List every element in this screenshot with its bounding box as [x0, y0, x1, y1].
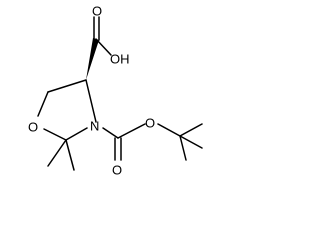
bond-tbu-methyl-mid	[179, 135, 187, 161]
ring-oxygen-label: O	[28, 119, 38, 134]
bond-ester-o-tbu	[157, 123, 181, 137]
carbonyl-oxygen-acid-label: O	[92, 3, 102, 18]
bond-ch2-c4	[47, 79, 87, 93]
bond-c4-n3	[85, 79, 97, 123]
bond-n3-carbonyl	[102, 127, 119, 139]
bond-methyl-1	[47, 139, 67, 167]
bond-c2-o1	[43, 128, 67, 141]
ring-nitrogen-label: N	[90, 118, 99, 133]
hydroxyl-label: OH	[110, 51, 130, 66]
bond-methyl-2	[65, 139, 75, 171]
bond-tbu-methyl-up	[179, 123, 203, 137]
bond-n3-c2	[65, 127, 88, 141]
bond-carbonyl-ester-o	[117, 123, 146, 139]
bond-o1-ch2	[37, 91, 49, 117]
stereo-wedge-bond	[86, 38, 99, 80]
bond-c-oh	[95, 38, 112, 56]
carbonyl-oxygen-boc-label: O	[112, 162, 122, 177]
bond-tbu-methyl-down	[179, 135, 203, 149]
chemical-structure: O N O OH O O	[28, 3, 203, 177]
ester-oxygen-boc-label: O	[145, 115, 155, 130]
